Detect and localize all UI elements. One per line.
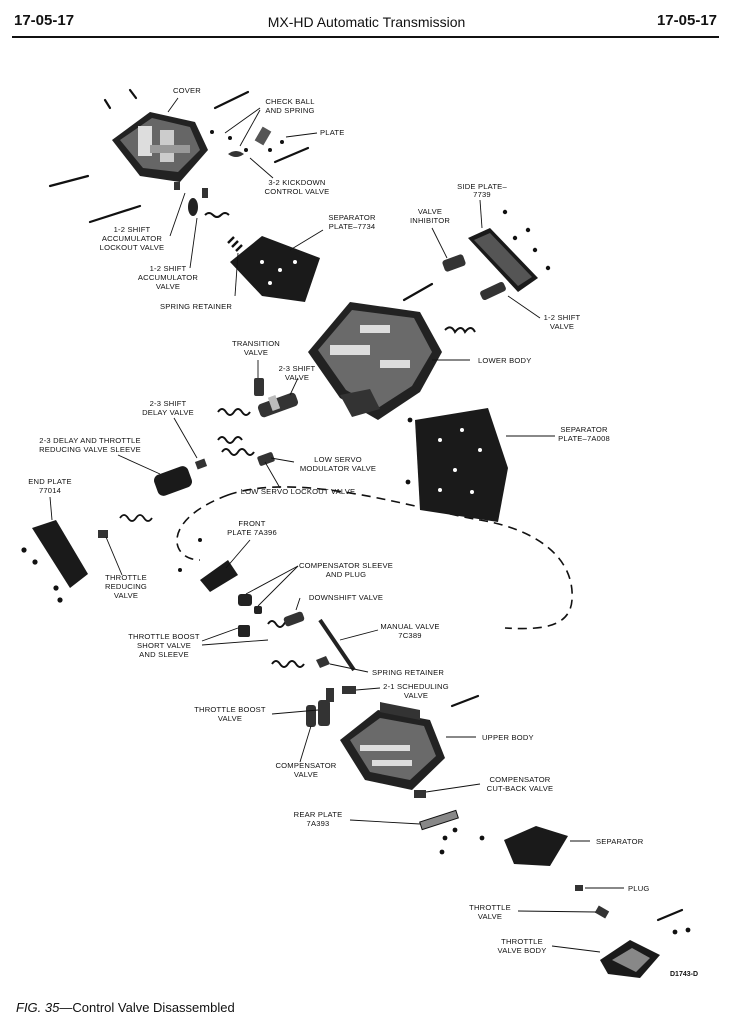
- separator-bottom-part: [504, 826, 568, 866]
- throttle-reducing-valve-part: [98, 514, 153, 538]
- leader-lines: [49, 97, 624, 953]
- label-separator-bottom: SEPARATOR: [596, 837, 644, 846]
- diagram-code: D1743-D: [670, 971, 698, 978]
- scheduling-valve-part: [342, 686, 356, 694]
- manual-valve-part: [318, 618, 356, 672]
- label-spring-retainer-top: SPRING RETAINER: [160, 302, 232, 311]
- end-plate-77014-part: [32, 520, 88, 588]
- header-rule: [12, 36, 719, 38]
- boost-valve-part: [318, 688, 334, 726]
- compensator-sleeve-part: [238, 594, 262, 614]
- plug-part: [575, 885, 583, 891]
- label-plug: PLUG: [628, 884, 649, 893]
- downshift-valve-part: [283, 611, 305, 627]
- side-plate-7739-part: [468, 228, 538, 292]
- label-low-servo-lockout: LOW SERVO LOCKOUT VALVE: [241, 487, 356, 496]
- separator-plate-7734-part: [230, 236, 320, 302]
- label-side-plate: SIDE PLATE–7739: [457, 182, 507, 199]
- spring-retainer-part: [316, 656, 330, 668]
- shift-12-valve-part: [444, 281, 506, 334]
- accumulator-valve-parts: [174, 182, 243, 252]
- figure-number: FIG. 35: [16, 1000, 60, 1015]
- label-spring-retainer-bottom: SPRING RETAINER: [372, 668, 444, 677]
- shift-delay-springs: [217, 436, 255, 456]
- dashed-routing-line: [176, 486, 573, 630]
- transition-valve-part: [217, 378, 264, 416]
- figure-caption-text: —Control Valve Disassembled: [59, 1000, 235, 1015]
- label-downshift: DOWNSHIFT VALVE: [309, 593, 383, 602]
- throttle-valve-part: [594, 905, 610, 919]
- lower-body-part: [308, 302, 442, 420]
- label-plate: PLATE: [320, 128, 345, 137]
- label-lower-body: LOWER BODY: [478, 356, 531, 365]
- page-number-right: 17-05-17: [656, 12, 717, 29]
- cover-part: [112, 112, 208, 182]
- kickdown-valve-part: [228, 126, 272, 157]
- shift-23-valve-part: [257, 392, 299, 418]
- page-number-left: 17-05-17: [14, 12, 75, 29]
- screws-and-bolts: [48, 88, 684, 922]
- delay-throttle-sleeve-part: [154, 458, 208, 496]
- label-upper-body: UPPER BODY: [482, 733, 534, 742]
- cutback-valve-part: [414, 790, 426, 798]
- throttle-boost-short-part: [238, 620, 305, 668]
- front-plate-7a396-part: [200, 560, 238, 592]
- separator-plate-7a008-part: [415, 408, 508, 522]
- throttle-valve-body-part: [600, 940, 660, 978]
- label-cover: COVER: [173, 86, 201, 95]
- upper-body-part: [340, 702, 445, 790]
- low-servo-modulator-part: [257, 452, 275, 466]
- figure-caption: FIG. 35—Control Valve Disassembled: [16, 1000, 235, 1015]
- valve-inhibitor-part: [442, 254, 466, 272]
- page-title: MX-HD Automatic Transmission: [267, 14, 466, 30]
- compensator-valve-part: [306, 705, 316, 727]
- rear-plate-7a393-part: [419, 809, 459, 831]
